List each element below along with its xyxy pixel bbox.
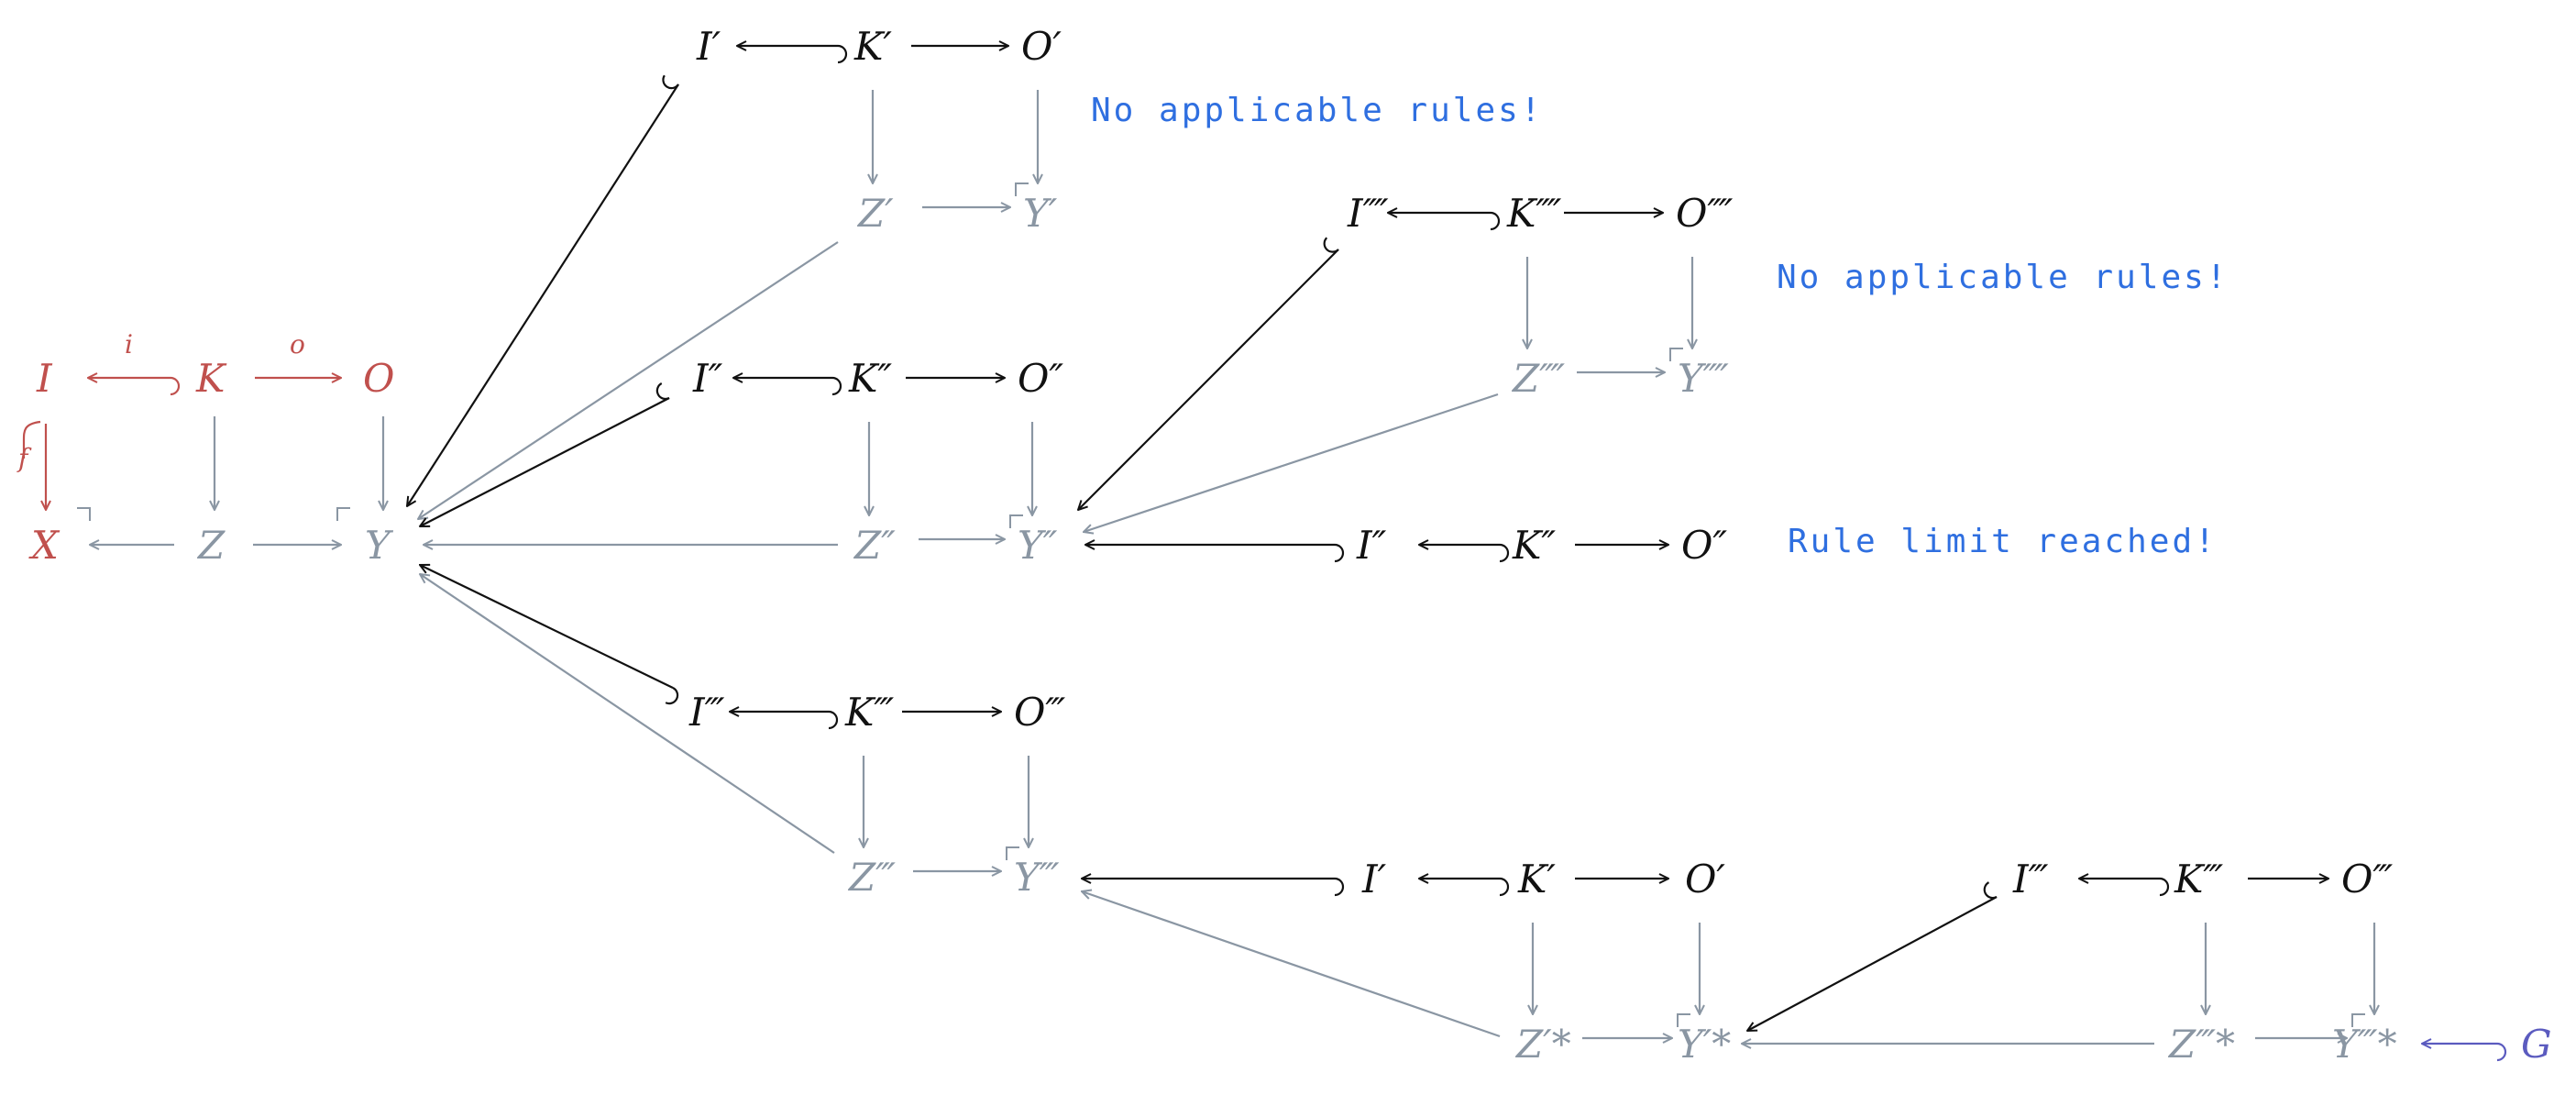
node-K-double-prime: K″: [849, 356, 893, 401]
node-I-triple-prime-b: I‴: [2013, 857, 2049, 901]
edge-label-o: o: [290, 329, 305, 359]
node-K-prime: K′: [854, 24, 892, 69]
node-K-triple-prime-b: K‴: [2174, 857, 2224, 901]
node-O-quad-prime: O⁗: [1676, 191, 1734, 236]
match-I-prime-b-to-Ytp-hook: [1334, 877, 1345, 897]
node-K-double-prime-b: K″: [1513, 523, 1557, 568]
node-O-double-prime: O″: [1018, 356, 1064, 401]
tprimeb-pushout-corner: [2351, 1013, 2365, 1027]
tprime-pushout-corner: [1006, 846, 1019, 860]
dprime-b-arrow-K-to-I-hook: [1499, 543, 1510, 563]
edge-G-to-Ytps-hook: [2496, 1042, 2507, 1062]
node-Y: Y: [365, 523, 391, 568]
match-I-prime-to-Y: [407, 83, 679, 506]
node-Y-prime: Y′: [1023, 191, 1058, 236]
node-K-quad-prime: K⁗: [1507, 191, 1562, 236]
node-Z-prime: Z′: [858, 191, 894, 236]
node-O-double-prime-b: O″: [1681, 523, 1728, 568]
match-I-qprime-to-Ydp-hook: [1323, 237, 1339, 253]
qprime-arrow-K-to-I-hook: [1490, 211, 1501, 231]
node-O-prime: O′: [1021, 24, 1062, 69]
node-I-double-prime: I″: [693, 356, 723, 401]
edge-label-f: f: [18, 443, 28, 473]
edge-Ztprime-to-Y: [420, 574, 835, 854]
dprime-arrow-K-to-I-hook: [831, 376, 842, 396]
node-O: O: [363, 356, 395, 401]
match-I-prime-to-Y-hook: [662, 74, 679, 90]
node-Z-triple-prime-star: Z‴*: [2169, 1022, 2236, 1067]
match-I-tprime-to-Y: [420, 565, 674, 689]
node-Y-double-prime: Y″: [1018, 523, 1058, 568]
dprime-pushout-corner: [1009, 514, 1023, 528]
node-Z-prime-star: Z′*: [1516, 1022, 1571, 1067]
match-I-tprime-b-to-Yps: [1747, 896, 1998, 1031]
node-I-triple-prime: I‴: [689, 690, 725, 735]
corner-X: [77, 507, 91, 521]
note-no-applicable-rules-1: No applicable rules!: [1091, 92, 1544, 129]
match-I-tprime-to-Y-hook: [665, 687, 679, 705]
node-I-quad-prime: I⁗: [1348, 191, 1389, 236]
node-Z-quad-prime: Z⁗: [1513, 356, 1566, 401]
match-I-tprime-b-to-Yps-hook: [1983, 881, 1998, 900]
node-I-double-prime-b: I″: [1357, 523, 1387, 568]
note-no-applicable-rules-2: No applicable rules!: [1777, 259, 2229, 296]
edge-i-hook: [170, 376, 181, 396]
node-I: I: [37, 356, 52, 401]
edge-Zprime-to-Y: [418, 241, 839, 519]
primeb-arrow-K-to-I-hook: [1499, 877, 1510, 897]
edge-f-hook: [22, 420, 41, 459]
node-Z-double-prime: Z″: [854, 523, 896, 568]
edge-Zprimestar-to-Ytp: [1082, 891, 1501, 1038]
match-I-dprime-b-to-Ydp-hook: [1334, 543, 1345, 563]
tprime-arrow-K-to-I-hook: [828, 710, 839, 730]
node-Y-triple-prime-star: Y‴*: [2332, 1022, 2397, 1067]
match-I-dprime-to-Y: [420, 397, 670, 526]
node-I-prime: I′: [697, 24, 721, 69]
tprimeb-arrow-K-to-I-hook: [2159, 877, 2170, 897]
node-K-triple-prime: K‴: [845, 690, 895, 735]
node-O-triple-prime: O‴: [1014, 690, 1066, 735]
node-Z-triple-prime: Z‴: [849, 855, 897, 900]
note-rule-limit-reached: Rule limit reached!: [1788, 523, 2218, 560]
node-G: G: [2521, 1022, 2552, 1067]
match-I-qprime-to-Ydp: [1078, 249, 1339, 510]
node-Y-triple-prime: Y‴: [1014, 855, 1060, 900]
corner-Y: [336, 507, 350, 521]
prime-arrow-K-to-I-hook: [837, 44, 848, 64]
node-O-triple-prime-b: O‴: [2341, 857, 2394, 901]
edge-Zqprime-to-Ydp: [1084, 393, 1499, 532]
primeb-pushout-corner: [1677, 1013, 1690, 1027]
edge-label-i: i: [125, 329, 133, 359]
node-I-prime-b: I′: [1362, 857, 1387, 901]
prime-pushout-corner: [1015, 182, 1029, 196]
match-I-dprime-to-Y-hook: [655, 382, 670, 401]
node-Z: Z: [198, 523, 226, 568]
node-Y-prime-star: Y′*: [1678, 1022, 1732, 1067]
node-K-prime-b: K′: [1518, 857, 1556, 901]
node-K: K: [196, 356, 226, 401]
node-Y-quad-prime: Y⁗: [1678, 356, 1729, 401]
node-X: X: [31, 523, 59, 568]
node-O-prime-b: O′: [1685, 857, 1725, 901]
qprime-pushout-corner: [1669, 348, 1683, 361]
